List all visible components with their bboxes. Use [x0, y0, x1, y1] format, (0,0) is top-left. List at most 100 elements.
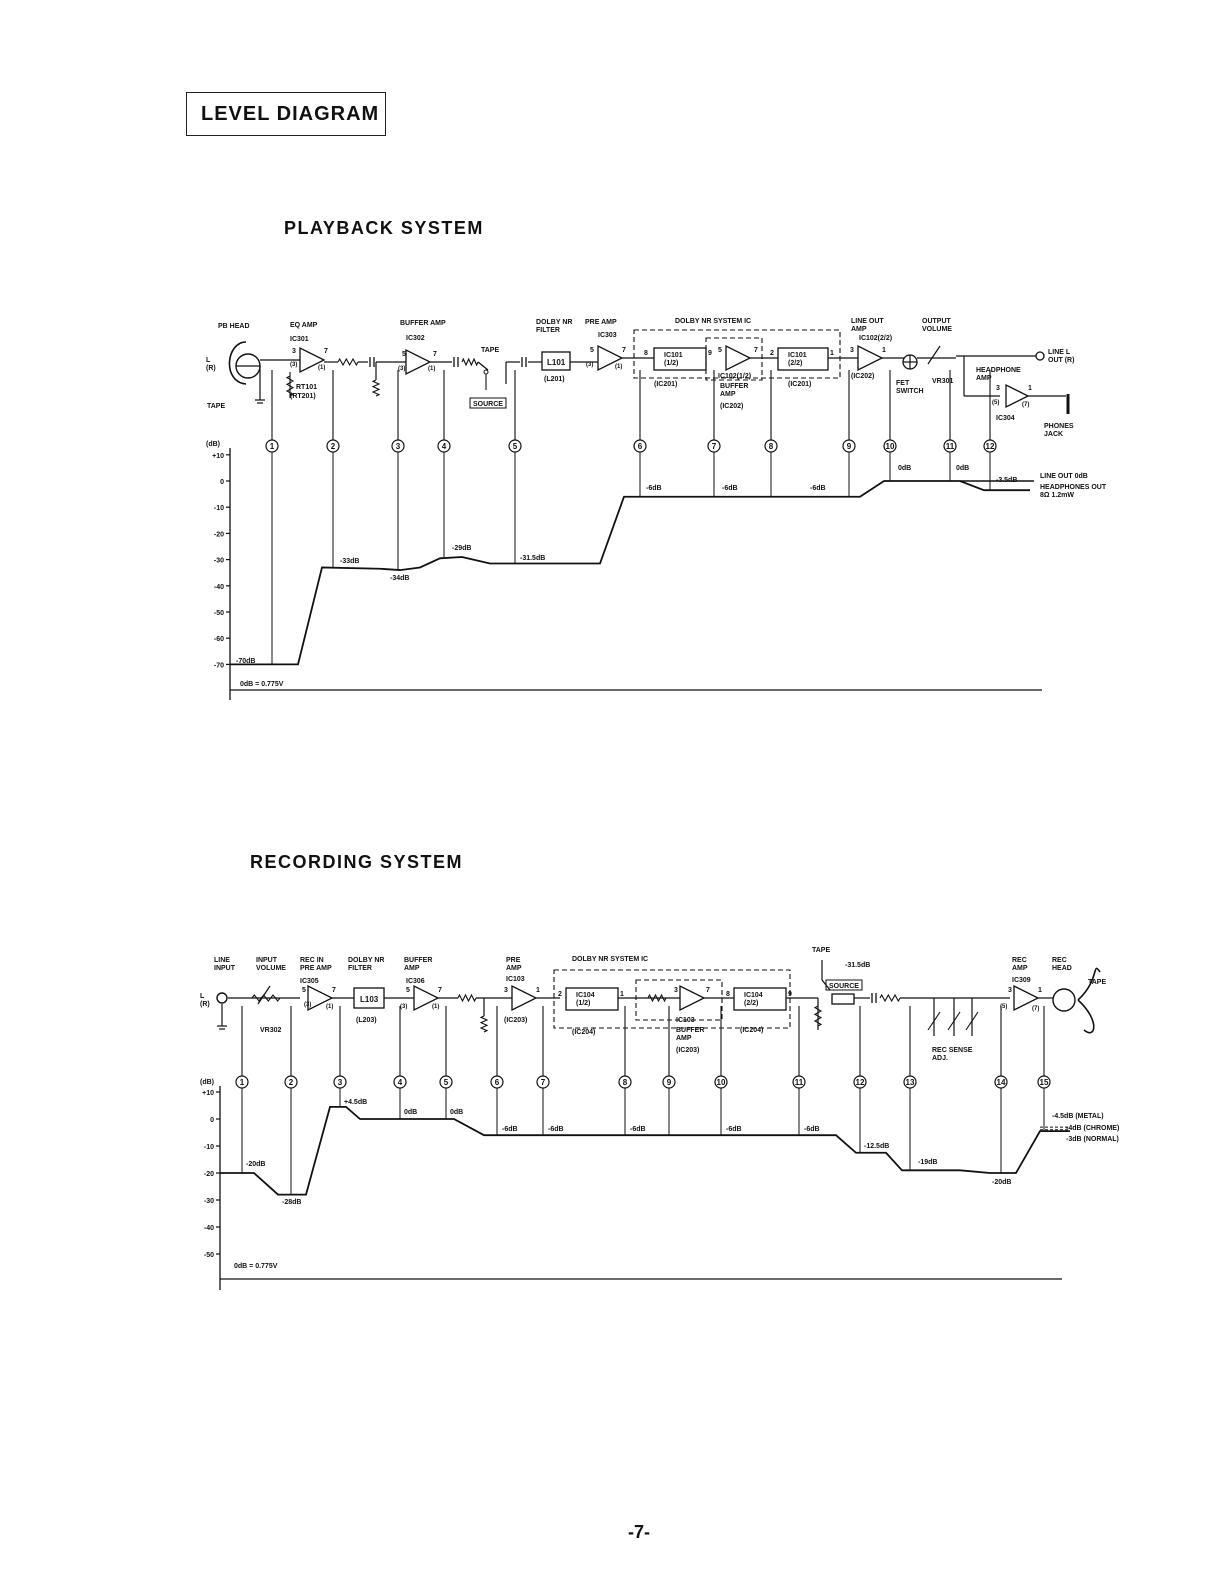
rec-dolby-ic-label: DOLBY NR SYSTEM IC	[572, 956, 648, 963]
ic201a-label: (IC201)	[654, 381, 677, 388]
ic304-label: IC304	[996, 415, 1015, 422]
l203-label: (L203)	[356, 1017, 377, 1024]
pin: (3)	[586, 362, 593, 368]
pb-res-1	[337, 357, 359, 367]
rec-point-3-number: 3	[338, 1078, 343, 1087]
rec-point-6-number: 6	[495, 1078, 500, 1087]
rec-sense-adj-arrow-2	[947, 1011, 961, 1031]
rec-pre-amp-triangle	[511, 984, 538, 1012]
line-out-jack-icon	[1035, 351, 1045, 361]
dolby-buffer-amp-triangle	[725, 344, 752, 372]
rec-ic204b-label: (IC204)	[740, 1027, 763, 1034]
rec-source-res-box	[831, 993, 855, 1005]
pb-level-p5: -31.5dB	[520, 555, 545, 562]
pin: (3)	[304, 1002, 311, 1008]
rec-dolby-buffer-amp-triangle	[679, 984, 706, 1012]
pin: 1	[536, 987, 540, 994]
rec-level-p3: +4.5dB	[344, 1099, 367, 1106]
pb-level-line-out: LINE OUT 0dB	[1040, 473, 1088, 480]
pin: (5)	[1000, 1004, 1007, 1010]
pin: 7	[754, 347, 758, 354]
pin: 5	[302, 987, 306, 994]
rec-point-1-number: 1	[240, 1078, 245, 1087]
pb-tick-label: -10	[214, 505, 224, 512]
pb-level-p6: -6dB	[646, 485, 662, 492]
pb-level-p8: -6dB	[810, 485, 826, 492]
pb-tick-label: -50	[214, 610, 224, 617]
pin: 1	[1038, 987, 1042, 994]
rec-shunt-res-2	[813, 1005, 823, 1027]
rec-axis-unit: (dB)	[200, 1079, 214, 1086]
pin: 3	[996, 385, 1000, 392]
rec-source-switch-label: SOURCE	[829, 983, 859, 990]
pb-tick-label: +10	[212, 453, 224, 460]
pin: 1	[620, 991, 624, 998]
l101-box	[541, 351, 571, 371]
rec-tick-label: -30	[204, 1198, 214, 1205]
rec-level-p7: -6dB	[548, 1126, 564, 1133]
pin: 8	[644, 350, 648, 357]
buffer-outline	[705, 337, 763, 381]
pin: 3	[674, 987, 678, 994]
playback-system-title: PLAYBACK SYSTEM	[284, 218, 484, 238]
pb-level-curve	[230, 480, 1030, 666]
vr301-label: VR301	[932, 378, 954, 385]
pin: 7	[332, 987, 336, 994]
rec-res-2	[647, 993, 667, 1003]
pin: 7	[324, 348, 328, 355]
pb-level-p3: -34dB	[390, 575, 409, 582]
rec-point-13-number: 13	[906, 1078, 915, 1087]
ic202a-label: (IC202)	[720, 403, 743, 410]
pb-tick-label: -20	[214, 531, 224, 538]
ic201b-label: (IC201)	[788, 381, 811, 388]
pb-point-9-number: 9	[847, 442, 852, 451]
pin: (1)	[615, 364, 622, 370]
rec-point-15-number: 15	[1040, 1078, 1049, 1087]
pin: (5)	[992, 400, 999, 406]
rec-sense-adj-arrow-3	[965, 1011, 979, 1031]
pin: 3	[292, 348, 296, 355]
rec-point-5-number: 5	[444, 1078, 449, 1087]
dolby-ic-outline	[633, 329, 841, 379]
rec-point-14-number: 14	[997, 1078, 1006, 1087]
pb-reference-label: 0dB = 0.775V	[240, 681, 284, 688]
rec-sense-adj-arrow-1	[927, 1011, 941, 1031]
ic101-1-label: IC101(1/2)	[664, 352, 683, 367]
pb-tick-label: -70	[214, 662, 224, 669]
ic303-label: IC303	[598, 332, 617, 339]
ic302-label: IC302	[406, 335, 425, 342]
pin: 1	[882, 347, 886, 354]
rec-amp-triangle	[1013, 984, 1040, 1012]
pb-lr-label: L(R)	[206, 357, 216, 372]
eq-amp-label: EQ AMP	[290, 322, 318, 329]
ic305-label: IC305	[300, 978, 319, 985]
buffer-amp-label: BUFFER AMP	[400, 320, 446, 327]
pin: 9	[788, 991, 792, 998]
input-volume-res	[251, 994, 281, 1002]
rec-source-box	[825, 979, 863, 991]
pb-level-p11: 0dB	[956, 465, 969, 472]
rec-dolby-ic-outline	[553, 969, 791, 1029]
pb-tick-label: -40	[214, 584, 224, 591]
pb-point-7-number: 7	[712, 442, 717, 451]
rec-point-7-number: 7	[541, 1078, 546, 1087]
ic101-1-box	[653, 347, 707, 371]
rec-lr-label: L(R)	[200, 993, 210, 1008]
recording-system-title: RECORDING SYSTEM	[250, 852, 464, 872]
ic104-2-box	[733, 987, 787, 1011]
rec-level-p6: -6dB	[502, 1126, 518, 1133]
rec-level-p14: -20dB	[992, 1179, 1011, 1186]
pin: 5	[406, 987, 410, 994]
rec-tick-label: -20	[204, 1171, 214, 1178]
rec-res-1	[457, 993, 477, 1003]
rec-buffer-amp-triangle	[413, 984, 440, 1012]
level-diagram-title-box: LEVEL DIAGRAM	[186, 92, 386, 136]
